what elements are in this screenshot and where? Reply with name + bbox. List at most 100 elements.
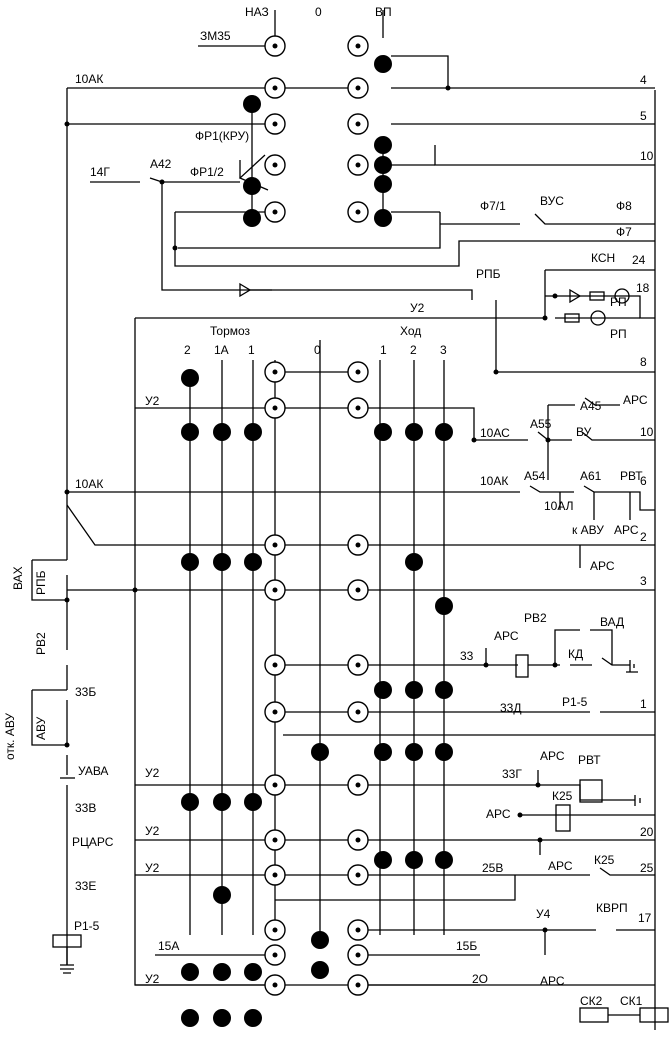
junction-dot — [517, 812, 523, 818]
contact-ring-center — [272, 405, 278, 411]
closed-contact-dot — [213, 886, 231, 904]
components — [52, 282, 669, 1023]
closed-contact-dot — [243, 177, 261, 195]
closed-contact-dot — [374, 156, 392, 174]
label-vus: ВУС — [540, 194, 564, 208]
closed-contact-dot — [181, 423, 199, 441]
label-rp2: РП — [610, 327, 627, 341]
closed-contact-dot — [435, 743, 453, 761]
pos-naz: НАЗ — [245, 5, 269, 19]
label-15b: 15Б — [456, 939, 477, 953]
group-khod: Ход — [400, 324, 421, 338]
closed-contact-dot — [374, 743, 392, 761]
ground-symbol-left — [60, 947, 74, 974]
junction-dot — [172, 245, 178, 251]
contact-ring-center — [355, 587, 361, 593]
closed-contact-dot — [181, 793, 199, 811]
contact-ring-center — [355, 662, 361, 668]
closed-contact-dot — [405, 743, 423, 761]
closed-contact-dot — [374, 209, 392, 227]
ground-symbol-33 — [626, 660, 638, 673]
closed-contact-dot — [435, 681, 453, 699]
contact-ring-center — [272, 587, 278, 593]
relay-coil-k25 — [555, 804, 571, 832]
label-u2-d: У2 — [145, 861, 160, 875]
closed-contact-dot — [181, 369, 199, 387]
bus-label-33: 33 — [460, 649, 474, 663]
junction-dot — [64, 597, 70, 603]
labels: НАЗ 0 ВП ЗМ35 10АК ФР1(КРУ) ФР1/2 14Г А4… — [3, 5, 654, 1008]
label-rvt: РВТ — [578, 753, 601, 767]
label-a42: А42 — [150, 157, 172, 171]
closed-contact-dot — [311, 743, 329, 761]
contact-ring-center — [272, 927, 278, 933]
label-vad: ВАД — [600, 615, 624, 629]
closed-contact-dot — [243, 209, 261, 227]
contact-ring-center — [272, 837, 278, 843]
label-sk2: СК2 — [580, 994, 603, 1008]
junction-dot — [64, 121, 70, 127]
bus-label-10b: 10 — [640, 425, 654, 439]
lamp-rp1 — [614, 288, 630, 304]
label-ars8: АРС — [540, 974, 565, 988]
closed-contact-dot — [213, 1009, 231, 1027]
junction-dot — [542, 315, 548, 321]
bus-label-25: 25 — [640, 861, 654, 875]
label-u2-c: У2 — [145, 824, 160, 838]
chain-label-rtsars: РЦАРС — [72, 835, 114, 849]
label-u2-top: У2 — [410, 301, 425, 315]
contact-ring-center — [355, 982, 361, 988]
closed-contact-dot — [405, 423, 423, 441]
bus-label-20: 20 — [640, 825, 654, 839]
label-ars5: АРС — [540, 749, 565, 763]
junction-dot — [159, 179, 165, 185]
closed-contact-dot — [374, 681, 392, 699]
label-14g: 14Г — [90, 165, 110, 179]
label-33g: 33Г — [502, 767, 522, 781]
pos-h3: 3 — [440, 343, 447, 357]
junction-dot — [64, 742, 70, 748]
label-k25-b: К25 — [594, 853, 615, 867]
label-ars3: АРС — [590, 559, 615, 573]
lamp-rp2 — [590, 310, 606, 326]
contact-ring-center — [272, 369, 278, 375]
closed-contact-dot — [435, 423, 453, 441]
label-10ak-b: 10АК — [480, 474, 508, 488]
bus-label-3: 3 — [640, 574, 647, 588]
contact-ring-center — [355, 782, 361, 788]
junction-dot — [537, 837, 543, 843]
label-a61: А61 — [580, 469, 602, 483]
contact-ring-center — [355, 121, 361, 127]
bus-label-f7: Ф7 — [616, 225, 632, 239]
label-u2-e: У2 — [145, 972, 160, 986]
closed-contact-dot — [374, 423, 392, 441]
contact-ring-center — [355, 209, 361, 215]
label-f71: Ф7/1 — [480, 199, 506, 213]
label-kvrp: КВРП — [596, 901, 628, 915]
closed-contact-dot — [244, 1009, 262, 1027]
contact-ring-center — [355, 85, 361, 91]
contact-ring-center — [355, 927, 361, 933]
closed-contact-dot — [405, 851, 423, 869]
bus-label-1: 1 — [640, 697, 647, 711]
chain-label-avu: АВУ — [34, 716, 48, 740]
chain-label-r15: Р1-5 — [74, 919, 100, 933]
closed-contact-dot — [181, 963, 199, 981]
label-k-avu: к АВУ — [572, 523, 604, 537]
junction-dot — [552, 662, 558, 668]
chain-label-33e: 33Е — [75, 879, 96, 893]
bus-label-2: 2 — [640, 530, 647, 544]
label-ars7: АРС — [548, 859, 573, 873]
label-ars4: АРС — [494, 629, 519, 643]
label-a45: А45 — [580, 399, 602, 413]
closed-contact-dot — [181, 1009, 199, 1027]
block-sk1 — [639, 1007, 669, 1023]
contact-ring-center — [272, 85, 278, 91]
wires — [31, 10, 656, 1030]
bus-label-24: 24 — [632, 253, 646, 267]
junction-dot — [552, 293, 558, 299]
closed-contact-dot — [405, 553, 423, 571]
chain-label-rv2: РВ2 — [34, 632, 48, 655]
contact-ring-center — [355, 872, 361, 878]
